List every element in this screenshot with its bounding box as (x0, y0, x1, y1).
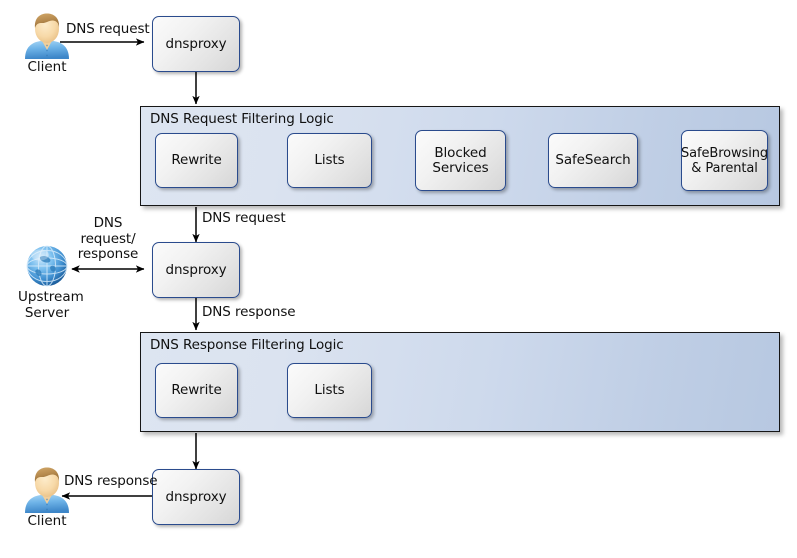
node-rewrite-response[interactable]: Rewrite (155, 363, 238, 418)
user-icon (25, 13, 69, 59)
group-title: DNS Response Filtering Logic (150, 337, 344, 353)
edge-label-proxy-to-response-filter: DNS response (202, 304, 296, 320)
globe-icon (26, 245, 68, 287)
edge-label-client-to-proxy: DNS request (66, 21, 150, 37)
actor-label: Upstream Server (18, 289, 84, 321)
edge-label-upstream-exchange: DNS request/ response (77, 215, 139, 262)
actor-upstream-server: Upstream Server (18, 244, 84, 320)
edge-label-proxy-to-client: DNS response (64, 473, 158, 489)
node-safesearch[interactable]: SafeSearch (548, 133, 638, 188)
group-title: DNS Request Filtering Logic (150, 111, 334, 127)
node-blocked-services[interactable]: Blocked Services (415, 130, 506, 191)
group-response-filtering: DNS Response Filtering Logic (140, 332, 780, 432)
node-safebrowsing-parental[interactable]: SafeBrowsing & Parental (681, 130, 768, 191)
node-dnsproxy-middle[interactable]: dnsproxy (152, 242, 240, 298)
actor-client-bottom: Client (18, 466, 76, 536)
node-dnsproxy-top[interactable]: dnsproxy (152, 16, 240, 72)
node-dnsproxy-bottom[interactable]: dnsproxy (152, 469, 240, 525)
node-lists-response[interactable]: Lists (287, 363, 372, 418)
node-lists[interactable]: Lists (287, 133, 372, 188)
actor-client-top: Client (18, 12, 76, 82)
actor-label: Client (27, 513, 67, 529)
actor-label: Client (27, 59, 67, 75)
node-rewrite[interactable]: Rewrite (155, 133, 238, 188)
user-icon (25, 467, 69, 513)
edge-label-filter-to-proxy: DNS request (202, 210, 286, 226)
